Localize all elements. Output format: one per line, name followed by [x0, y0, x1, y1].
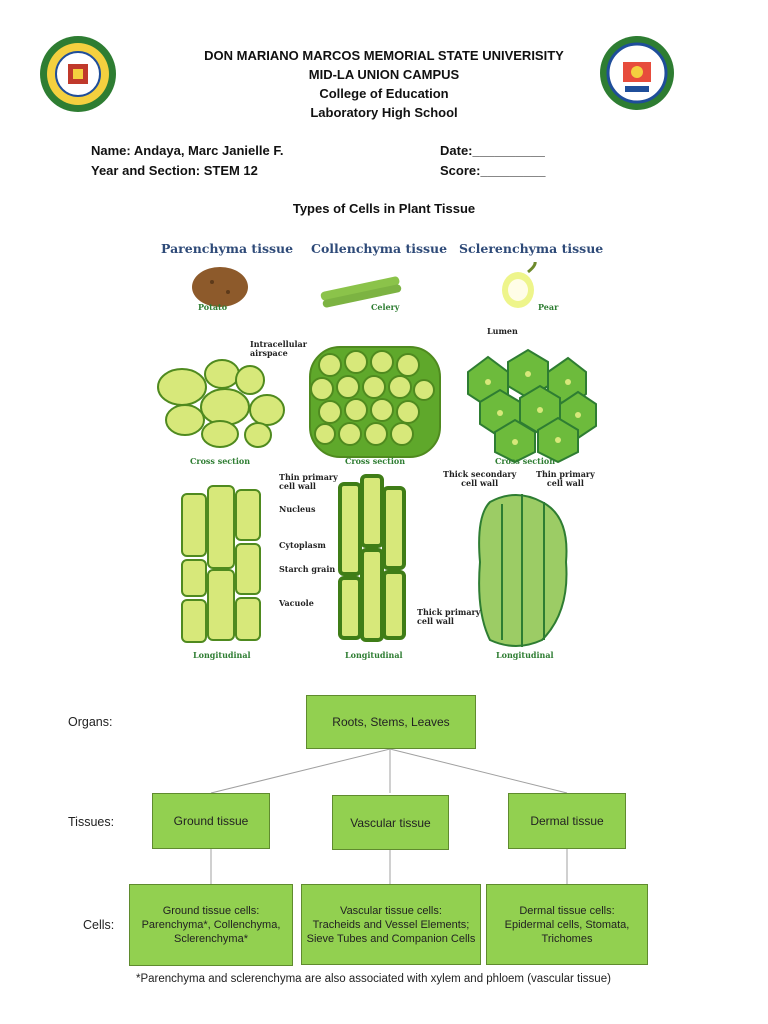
dermal-cells-box: Dermal tissue cells: Epidermal cells, St… [486, 884, 648, 965]
ground-tissue-box: Ground tissue [152, 793, 270, 849]
footnote: *Parenchyma and sclerenchyma are also as… [136, 973, 611, 985]
vascular-tissue-box: Vascular tissue [332, 795, 449, 850]
row-label-organs: Organs: [68, 715, 112, 729]
vascular-cells-box: Vascular tissue cells: Tracheids and Ves… [301, 884, 481, 965]
ground-cells-box: Ground tissue cells: Parenchyma*, Collen… [129, 884, 293, 966]
row-label-cells: Cells: [83, 918, 114, 932]
organs-box: Roots, Stems, Leaves [306, 695, 476, 749]
row-label-tissues: Tissues: [68, 815, 114, 829]
dermal-tissue-box: Dermal tissue [508, 793, 626, 849]
